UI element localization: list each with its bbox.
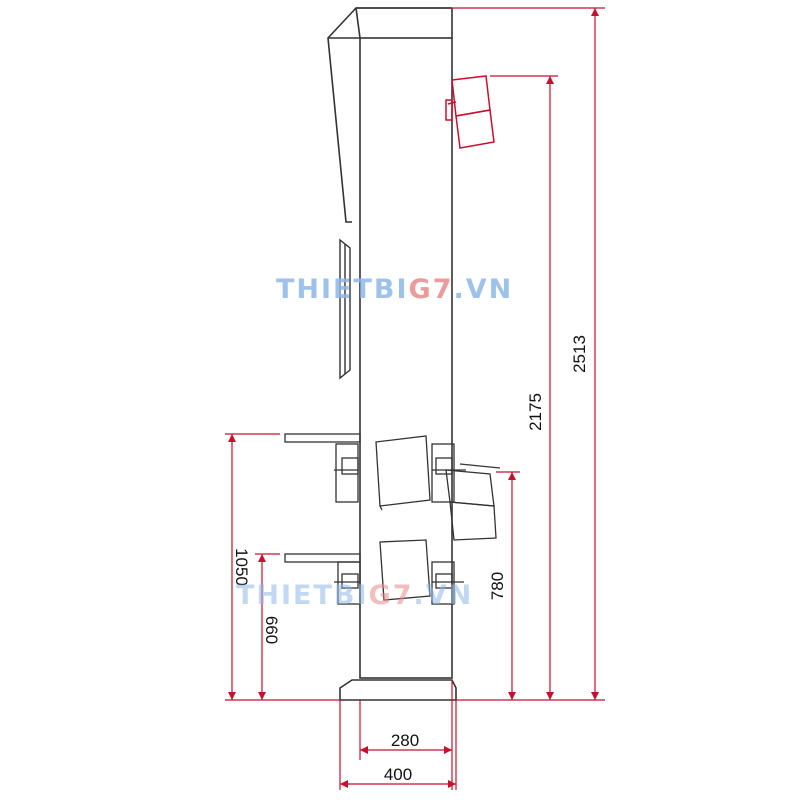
dim-label-upper-arm-height: 1050 bbox=[232, 548, 251, 586]
svg-text:THIETBIG7.VN: THIETBIG7.VN bbox=[276, 274, 513, 305]
dim-label-total-height: 2513 bbox=[570, 335, 589, 373]
monitor-panel bbox=[339, 238, 351, 380]
watermark-bottom: THIETBIG7.VN bbox=[236, 580, 473, 611]
watermark-top: THIETBIG7.VN bbox=[276, 274, 513, 305]
watermark-top-suffix: .VN bbox=[454, 274, 514, 305]
watermark-top-main: THIETBI bbox=[276, 274, 409, 305]
lower-camera-head bbox=[445, 463, 501, 541]
dim-label-column-width: 280 bbox=[391, 731, 419, 750]
upper-camera-head bbox=[445, 75, 495, 149]
dimension-arrows bbox=[228, 8, 599, 788]
watermark-bottom-main: THIETBI bbox=[236, 580, 369, 611]
column-outline bbox=[327, 7, 453, 679]
svg-text:THIETBIG7.VN: THIETBIG7.VN bbox=[236, 580, 473, 611]
dim-label-lower-arm-height: 660 bbox=[262, 616, 281, 644]
lower-arm-assembly bbox=[284, 539, 464, 605]
upper-arm-assembly bbox=[284, 433, 466, 511]
base-plate bbox=[339, 679, 457, 701]
watermark-top-accent: G7 bbox=[409, 274, 454, 305]
dim-label-upper-camera-height: 2175 bbox=[526, 393, 545, 431]
dim-label-lower-camera-height: 780 bbox=[488, 572, 507, 600]
watermark-bottom-suffix: .VN bbox=[414, 580, 474, 611]
dimension-lines bbox=[225, 7, 605, 790]
dim-label-base-width: 400 bbox=[384, 765, 412, 784]
watermark-bottom-accent: G7 bbox=[369, 580, 414, 611]
